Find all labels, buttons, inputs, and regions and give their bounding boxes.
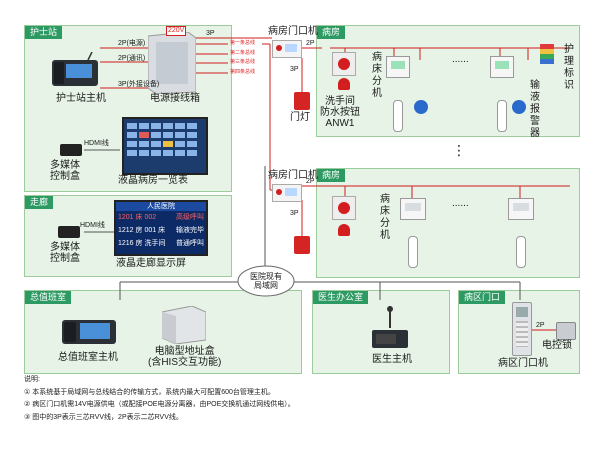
lcd-ward-list bbox=[122, 117, 208, 175]
screen-row-3-status: 普通呼叫 bbox=[176, 240, 204, 247]
bed-unit-top-1 bbox=[386, 56, 410, 78]
bed-handle-mid-1 bbox=[408, 236, 418, 268]
zone-ward-top: 病房 bbox=[316, 25, 580, 137]
entrance-2p: 2P bbox=[536, 322, 545, 329]
ward-top-2p: 2P bbox=[306, 40, 315, 47]
ward-mid-dots: ...... bbox=[452, 198, 469, 209]
note-2: ② 病区门口机需14V电源供电（或配接POE电源分离器，由POE交换机通过网线供… bbox=[24, 401, 295, 408]
multimedia-box-label-corridor: 多媒体 控制盒 bbox=[50, 242, 80, 264]
bed-handle-top-2 bbox=[497, 100, 507, 132]
entrance-door-unit-label: 病区门口机 bbox=[498, 358, 548, 369]
door-light-label: 门灯 bbox=[290, 112, 310, 123]
note-title: 说明: bbox=[24, 376, 40, 383]
screen-row-3-bed: 1216 房 洗手间 bbox=[118, 240, 166, 247]
bus-line-4: 第四条总线 bbox=[230, 69, 256, 75]
door-unit-mid-label: 病房门口机 bbox=[268, 170, 318, 181]
zone-ward-mid: 病房 bbox=[316, 168, 580, 278]
zone-tag-corridor: 走廊 bbox=[25, 196, 54, 209]
electric-lock-label: 电控锁 bbox=[542, 340, 572, 351]
handwash-button-icon bbox=[332, 52, 356, 76]
screen-row-1-status: 高级呼叫 bbox=[176, 214, 204, 221]
note-1: ① 本系统基于局域网与总线结合的传输方式，系统内最大可配置600台管理主机。 bbox=[24, 388, 275, 396]
doctor-host-label: 医生主机 bbox=[372, 354, 412, 365]
door-unit-mid-icon bbox=[272, 184, 302, 202]
computer-box-label: 电脑型地址盒 (含HIS交互功能) bbox=[148, 346, 222, 368]
doctor-host-icon bbox=[370, 306, 410, 350]
door-light-icon bbox=[294, 92, 310, 110]
duty-host-icon bbox=[62, 316, 116, 346]
vertical-dots: ⋮ bbox=[452, 142, 466, 158]
bed-unit-top-label: 病床分机 bbox=[372, 52, 382, 99]
screen-row-1-bed: 1201 床 002 bbox=[118, 214, 157, 221]
corridor-screen-title: 人民医院 bbox=[116, 202, 206, 211]
lcd-ward-list-label: 液晶病房一览表 bbox=[118, 175, 188, 186]
bed-unit-mid-label: 病床分机 bbox=[380, 194, 390, 241]
voltage-label: 220V bbox=[166, 26, 187, 36]
bed-unit-mid-1 bbox=[400, 198, 426, 220]
ward-mid-2p: 2P bbox=[306, 178, 315, 185]
bed-unit-top-2 bbox=[490, 56, 514, 78]
bed-unit-mid-2 bbox=[508, 198, 534, 220]
multimedia-box-label-top: 多媒体 控制盒 bbox=[50, 160, 80, 182]
hdmi-label-top: HDMI线 bbox=[84, 140, 109, 147]
electric-lock-icon bbox=[556, 322, 576, 340]
zone-tag-ward-top: 病房 bbox=[317, 26, 346, 39]
infusion-alarm-label: 输液报警器 bbox=[530, 80, 540, 139]
nurse-host-label: 护士站主机 bbox=[56, 93, 106, 104]
door-light-mid-icon bbox=[294, 236, 310, 254]
wire-power-label: 2P(电源) bbox=[118, 40, 146, 47]
note-3: ③ 图中的3P表示三芯RVV线，2P表示二芯RVV线。 bbox=[24, 413, 183, 421]
nursing-sign-label: 护理标识 bbox=[564, 44, 574, 91]
bed-handle-mid-2 bbox=[516, 236, 526, 268]
handwash-button-label: 洗手间 防水按钮 ANW1 bbox=[320, 96, 360, 129]
nurse-host-icon bbox=[52, 51, 98, 88]
wire-3p-top-label: 3P bbox=[206, 30, 215, 37]
ward-top-dots: ...... bbox=[452, 54, 469, 65]
infusion-icon-top-2 bbox=[512, 100, 526, 114]
power-box-icon bbox=[147, 31, 197, 95]
zone-tag-nurse-station: 护士站 bbox=[25, 26, 63, 39]
power-box-label: 电源接线箱 bbox=[150, 93, 200, 104]
zone-tag-doctor-office: 医生办公室 bbox=[313, 291, 369, 304]
door-unit-top-label: 病房门口机 bbox=[268, 26, 318, 37]
wire-comm-label: 2P(通讯) bbox=[118, 55, 146, 62]
wire-ext-label: 3P(外接设备) bbox=[118, 81, 160, 88]
screen-row-2-status: 输液完毕 bbox=[176, 227, 204, 234]
handwash-bell-icon bbox=[338, 78, 350, 90]
infusion-icon-top-1 bbox=[414, 100, 428, 114]
entrance-door-unit-icon bbox=[512, 302, 532, 356]
multimedia-box-icon-top bbox=[60, 144, 82, 156]
network-label: 医院现有 局域网 bbox=[250, 272, 282, 290]
handwash-bell-mid-icon bbox=[338, 224, 350, 236]
duty-host-label: 总值班室主机 bbox=[58, 352, 118, 363]
corridor-screen-label: 液晶走廊显示屏 bbox=[116, 258, 186, 269]
bus-line-3: 第三条总线 bbox=[230, 59, 256, 65]
bus-line-2: 第二条总线 bbox=[230, 50, 256, 56]
zone-tag-duty-room: 总值班室 bbox=[25, 291, 72, 304]
door-unit-top-icon bbox=[272, 40, 302, 58]
zone-tag-ward-mid: 病房 bbox=[317, 169, 346, 182]
ward-top-3p: 3P bbox=[290, 66, 299, 73]
bed-handle-top-1 bbox=[393, 100, 403, 132]
notes: 说明: ① 本系统基于局域网与总线结合的传输方式，系统内最大可配置600台管理主… bbox=[24, 374, 295, 424]
zone-tag-ward-entrance: 病区门口 bbox=[459, 291, 506, 304]
bus-line-1: 第一条总线 bbox=[230, 40, 256, 46]
hdmi-label-corridor: HDMI线 bbox=[80, 222, 105, 229]
ward-mid-3p: 3P bbox=[290, 210, 299, 217]
nursing-sign-icon bbox=[540, 44, 554, 66]
handwash-button-mid-icon bbox=[332, 196, 356, 220]
multimedia-box-icon-corridor bbox=[58, 226, 80, 238]
corridor-screen: 人民医院 1201 床 002 高级呼叫 1212 房 001 床 输液完毕 1… bbox=[114, 200, 208, 256]
computer-box-icon bbox=[161, 305, 207, 345]
screen-row-2-bed: 1212 房 001 床 bbox=[118, 227, 166, 234]
